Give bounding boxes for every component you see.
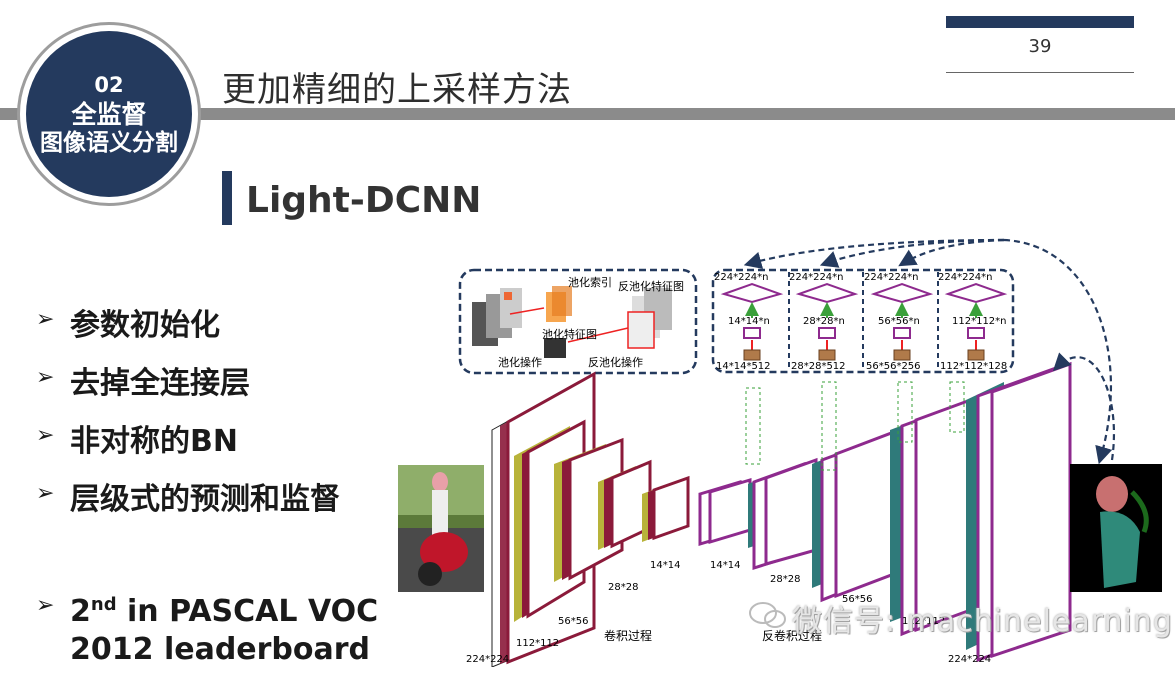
- pool-index-label: 池化索引: [568, 275, 612, 289]
- head-mid-map: [743, 327, 761, 339]
- dec-label-224: 224*224: [948, 654, 991, 665]
- head-feature-map: [967, 349, 985, 361]
- dec-label-56: 56*56: [842, 594, 872, 605]
- enc-label-28: 28*28: [608, 582, 638, 593]
- deconv-process-label: 反卷积过程: [762, 628, 822, 643]
- chapter-line1: 全监督: [71, 99, 147, 129]
- page-number: 39: [1028, 36, 1052, 57]
- head-mid-label: 112*112*n: [952, 316, 1007, 327]
- enc-label-56: 56*56: [558, 616, 588, 627]
- chapter-line2: 图像语义分割: [40, 129, 178, 156]
- head-bottom-label: 14*14*512: [716, 361, 771, 372]
- bullet-arrow-icon: ➢: [36, 481, 55, 506]
- dec-label-14: 14*14: [710, 560, 740, 571]
- head-output-map: [720, 282, 784, 304]
- conv-process-label: 卷积过程: [604, 628, 652, 643]
- chapter-number: 02: [94, 72, 124, 97]
- head-feature-map: [893, 349, 911, 361]
- supervision-arrows: [745, 381, 965, 471]
- head-mid-map: [818, 327, 836, 339]
- section-marker: [222, 171, 232, 225]
- head-top-label: 224*224*n: [938, 272, 993, 283]
- pool-op-label: 池化操作: [498, 355, 542, 369]
- header-bar: [0, 108, 1175, 120]
- bullet-arrow-icon: ➢: [36, 423, 55, 448]
- head-feature-map: [818, 349, 836, 361]
- bullet-item: ➢ 非对称的BN: [36, 416, 340, 474]
- head-output-map: [795, 282, 859, 304]
- output-segmentation: [1070, 464, 1162, 592]
- chapter-badge: 02 全监督 图像语义分割: [26, 31, 192, 197]
- ranking-line1: in PASCAL VOC: [116, 594, 379, 629]
- head-top-label: 224*224*n: [864, 272, 919, 283]
- feedback-arrows: [743, 238, 1116, 465]
- head-bottom-label: 28*28*512: [791, 361, 846, 372]
- bullet-list: ➢ 参数初始化 ➢ 去掉全连接层 ➢ 非对称的BN ➢ 层级式的预测和监督: [36, 300, 340, 532]
- bullet-item-ranking: ➢ 2nd in PASCAL VOC 2012 leaderboard: [36, 586, 378, 669]
- dec-label-28: 28*28: [770, 574, 800, 585]
- head-bottom-label: 112*112*128: [940, 361, 1007, 372]
- ranking-line2: 2012 leaderboard: [70, 632, 371, 667]
- bullet-arrow-icon: ➢: [36, 307, 55, 332]
- section-title: Light-DCNN: [246, 180, 482, 221]
- head-mid-map: [893, 327, 911, 339]
- head-mid-label: 56*56*n: [878, 316, 920, 327]
- rank-number: 2: [70, 594, 91, 629]
- head-top-label: 224*224*n: [789, 272, 844, 283]
- head-feature-map: [743, 349, 761, 361]
- decoder-blocks: [698, 361, 1072, 663]
- dec-label-112: 112*112: [902, 616, 945, 627]
- bullet-text: 去掉全连接层: [70, 366, 250, 401]
- pooling-illustration: [472, 286, 672, 358]
- unpool-op-label: 反池化操作: [588, 355, 643, 369]
- head-mid-label: 14*14*n: [728, 316, 770, 327]
- page-number-bar: [946, 16, 1134, 28]
- watermark: 微信号: machinelearning: [792, 604, 1173, 639]
- bullet-item: ➢ 去掉全连接层: [36, 358, 340, 416]
- head-mid-map: [967, 327, 985, 339]
- unpool-map-label: 反池化特征图: [618, 279, 684, 293]
- enc-label-14: 14*14: [650, 560, 680, 571]
- bullet-arrow-icon: ➢: [36, 593, 55, 618]
- wechat-icon: [749, 602, 786, 628]
- bullet-item: ➢ 参数初始化: [36, 300, 340, 358]
- light-dcnn-architecture-diagram: 池化索引 反池化特征图 池化特征图 池化操作 反池化操作 224*224*n 14…: [398, 238, 1162, 667]
- rank-suffix: nd: [90, 594, 117, 615]
- pool-map-label: 池化特征图: [542, 327, 597, 341]
- head-output-map: [944, 282, 1008, 304]
- page-number-underline: [946, 72, 1134, 73]
- encoder-blocks: [491, 371, 690, 667]
- bullet-text: 非对称的BN: [70, 424, 238, 459]
- head-top-label: 224*224*n: [714, 272, 769, 283]
- enc-label-112: 112*112: [516, 638, 559, 649]
- head-bottom-label: 56*56*256: [866, 361, 921, 372]
- bullet-text: 层级式的预测和监督: [70, 482, 340, 517]
- head-output-map: [870, 282, 934, 304]
- bullet-arrow-icon: ➢: [36, 365, 55, 390]
- page-title: 更加精细的上采样方法: [222, 70, 572, 110]
- bullet-text: 参数初始化: [70, 308, 220, 343]
- bullet-item: ➢ 层级式的预测和监督: [36, 474, 340, 532]
- input-image: [398, 465, 484, 592]
- enc-label-224: 224*224: [466, 654, 509, 665]
- head-mid-label: 28*28*n: [803, 316, 845, 327]
